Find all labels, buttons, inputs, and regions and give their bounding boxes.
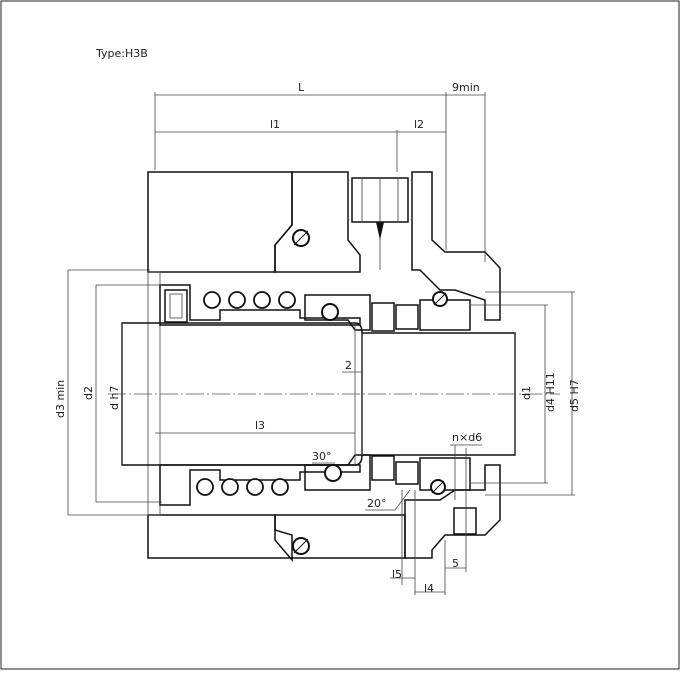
dim-d2: d2 <box>82 386 95 400</box>
dim-n-d6: n×d6 <box>452 431 482 444</box>
seal-face-rotary-upper <box>371 302 395 332</box>
shaft <box>108 322 560 466</box>
springs-lower <box>196 478 289 496</box>
seal-face-stationary-lower <box>395 461 419 485</box>
dim-l3: l3 <box>255 419 265 432</box>
dim-l5: l5 <box>392 568 402 581</box>
angle-20: 20° <box>367 497 387 510</box>
springs-upper <box>203 291 296 309</box>
flow-arrow-icon <box>376 222 384 240</box>
dimension-lines <box>67 92 575 595</box>
angle-30: 30° <box>312 450 332 463</box>
dim-L: L <box>298 81 305 94</box>
dim-2: 2 <box>345 359 352 372</box>
dim-l1: l1 <box>270 118 280 131</box>
dim-l4: l4 <box>424 582 434 595</box>
dim-5: 5 <box>452 557 459 570</box>
seal-face-rotary-lower <box>371 455 395 481</box>
bolt-hole-lower <box>453 507 477 535</box>
dim-d3: d3 min <box>54 380 67 418</box>
dim-d1: d1 <box>520 386 533 400</box>
dim-9min: 9min <box>452 81 480 94</box>
seal-face-stationary-upper <box>395 304 419 330</box>
dimension-labels: L 9min l1 l2 l3 2 30° 20° n×d6 l5 l4 5 d… <box>54 81 581 595</box>
dim-d5: d5 H7 <box>568 379 581 412</box>
dim-dh7: d h7 <box>108 386 121 410</box>
dim-d4: d4 H11 <box>544 372 557 412</box>
dim-l2: l2 <box>414 118 424 131</box>
lower-housing <box>147 464 501 563</box>
type-title: Type:H3B <box>95 47 148 60</box>
